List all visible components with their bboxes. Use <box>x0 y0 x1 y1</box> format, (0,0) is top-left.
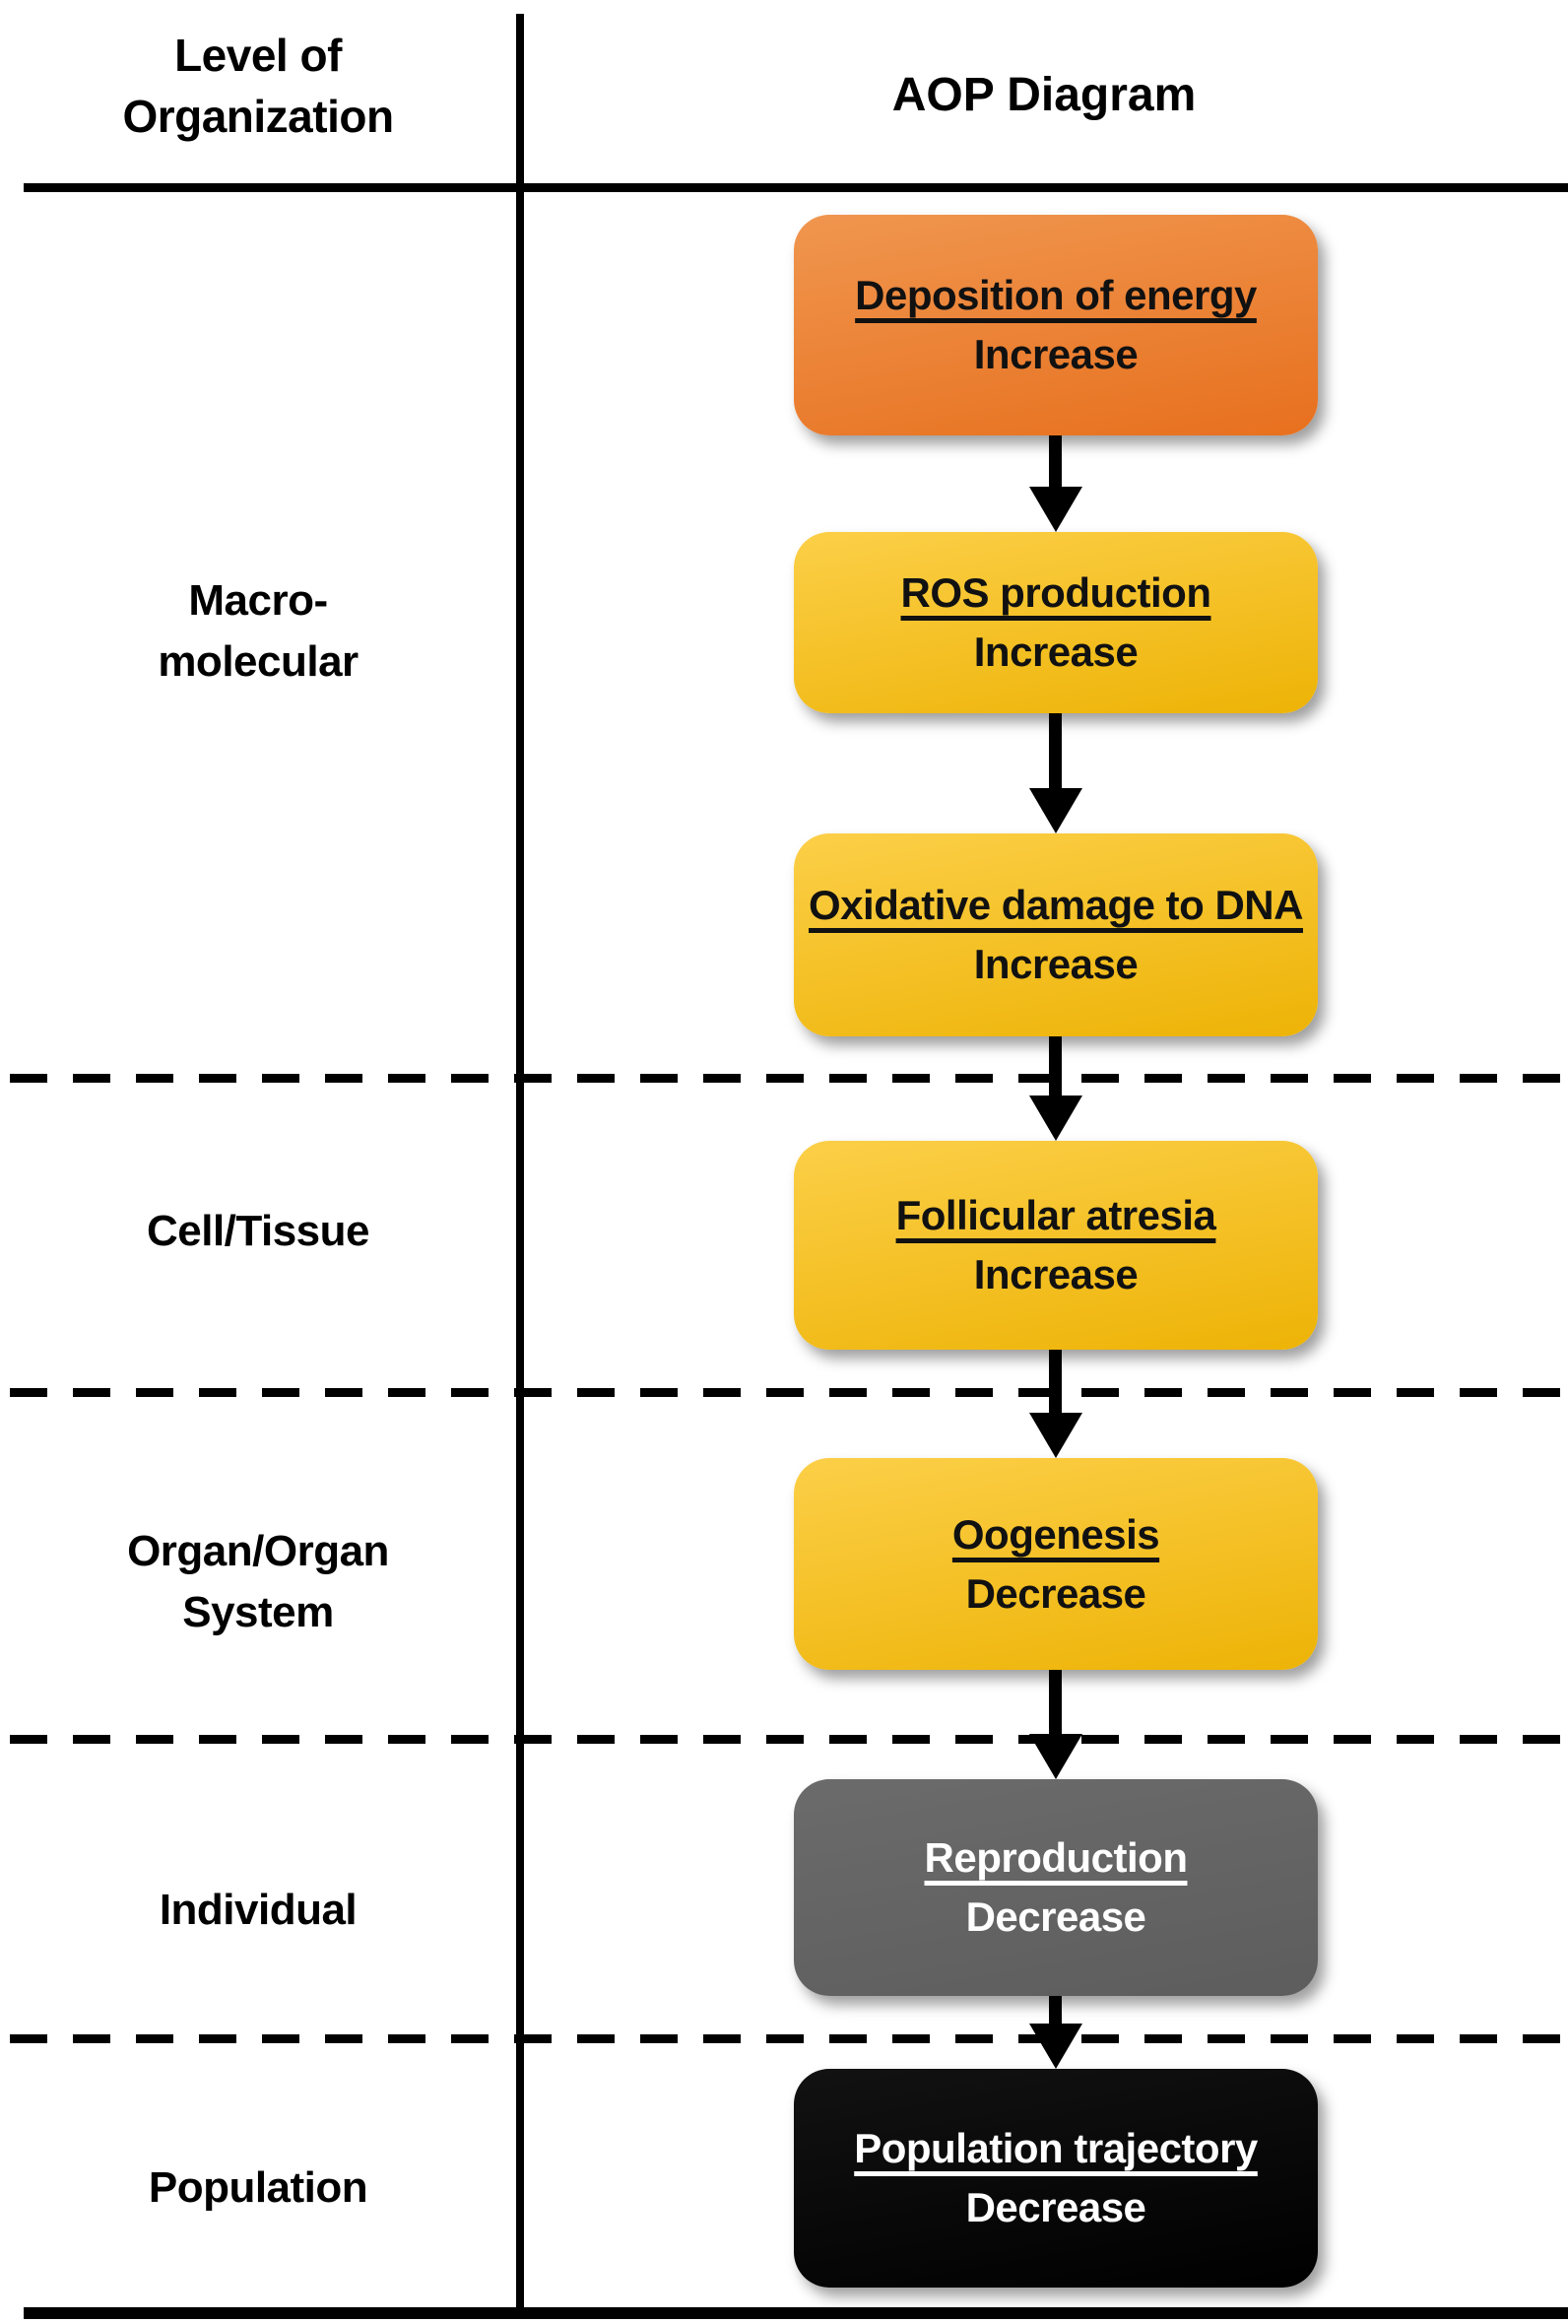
aop-box-population-trajectory: Population trajectory Decrease <box>794 2069 1318 2288</box>
aop-box-oxidative-damage-dna: Oxidative damage to DNA Increase <box>794 833 1318 1036</box>
box-title: Reproduction <box>924 1834 1188 1881</box>
arrow-shaft <box>1049 1350 1062 1419</box>
arrow-shaft <box>1049 435 1062 493</box>
box-title: Oxidative damage to DNA <box>809 882 1303 928</box>
arrow-down-connector <box>1029 1996 1082 2069</box>
arrow-down-connector <box>1029 435 1082 532</box>
aop-box-deposition-of-energy: Deposition of energy Increase <box>794 215 1318 435</box>
arrow-down-connector <box>1029 1350 1082 1458</box>
arrow-shaft <box>1049 1996 1062 2029</box>
box-title: Follicular atresia <box>895 1192 1216 1238</box>
arrow-head-icon <box>1029 1096 1082 1141</box>
level-label-cell-tissue: Cell/Tissue <box>0 1201 516 1262</box>
aop-box-follicular-atresia: Follicular atresia Increase <box>794 1141 1318 1350</box>
level-label-line: Individual <box>159 1886 358 1934</box>
arrow-head-icon <box>1029 2024 1082 2069</box>
left-column-title-line1: Level of <box>174 30 342 81</box>
aop-box-oogenesis: Oogenesis Decrease <box>794 1458 1318 1670</box>
box-title: Deposition of energy <box>855 272 1257 318</box>
level-label-macromolecular: Macro- molecular <box>0 570 516 693</box>
level-divider-dashed-1 <box>10 1074 1568 1083</box>
arrow-down-connector <box>1029 1036 1082 1141</box>
level-label-line: Population <box>148 2163 368 2212</box>
column-divider-line <box>516 14 524 2309</box>
box-direction: Increase <box>973 941 1139 987</box>
level-label-line: Macro- <box>188 576 328 625</box>
right-column-title: AOP Diagram <box>891 69 1197 121</box>
arrow-down-connector <box>1029 713 1082 833</box>
level-divider-dashed-3 <box>10 1735 1568 1744</box>
box-direction: Increase <box>973 1251 1139 1297</box>
arrow-head-icon <box>1029 1413 1082 1458</box>
box-direction: Decrease <box>965 2184 1146 2230</box>
arrow-head-icon <box>1029 788 1082 833</box>
aop-box-ros-production: ROS production Increase <box>794 532 1318 713</box>
level-label-organ-system: Organ/Organ System <box>0 1521 516 1643</box>
box-title: Oogenesis <box>951 1510 1160 1558</box>
header-divider-line <box>24 183 1568 192</box>
level-label-individual: Individual <box>0 1880 516 1941</box>
bottom-border-line <box>24 2307 1568 2319</box>
arrow-head-icon <box>1029 487 1082 532</box>
box-title: Population trajectory <box>854 2125 1258 2171</box>
level-label-line: Organ/Organ <box>127 1527 389 1575</box>
arrow-shaft <box>1049 1670 1062 1740</box>
box-direction: Decrease <box>965 1893 1146 1940</box>
arrow-down-connector <box>1029 1670 1082 1779</box>
level-label-line: molecular <box>158 637 359 686</box>
left-column-title: Level of Organization <box>0 25 516 147</box>
aop-box-reproduction: Reproduction Decrease <box>794 1779 1318 1996</box>
level-divider-dashed-2 <box>10 1388 1568 1397</box>
box-title: ROS production <box>900 569 1211 616</box>
box-direction: Increase <box>973 331 1139 377</box>
arrow-head-icon <box>1029 1734 1082 1779</box>
level-divider-dashed-4 <box>10 2034 1568 2043</box>
arrow-shaft <box>1049 713 1062 794</box>
box-direction: Increase <box>973 629 1139 675</box>
level-label-line: Cell/Tissue <box>146 1207 370 1255</box>
level-label-population: Population <box>0 2158 516 2219</box>
box-direction: Decrease <box>965 1569 1146 1617</box>
level-label-line: System <box>182 1588 334 1636</box>
arrow-shaft <box>1049 1036 1062 1101</box>
left-column-title-line2: Organization <box>122 91 394 142</box>
